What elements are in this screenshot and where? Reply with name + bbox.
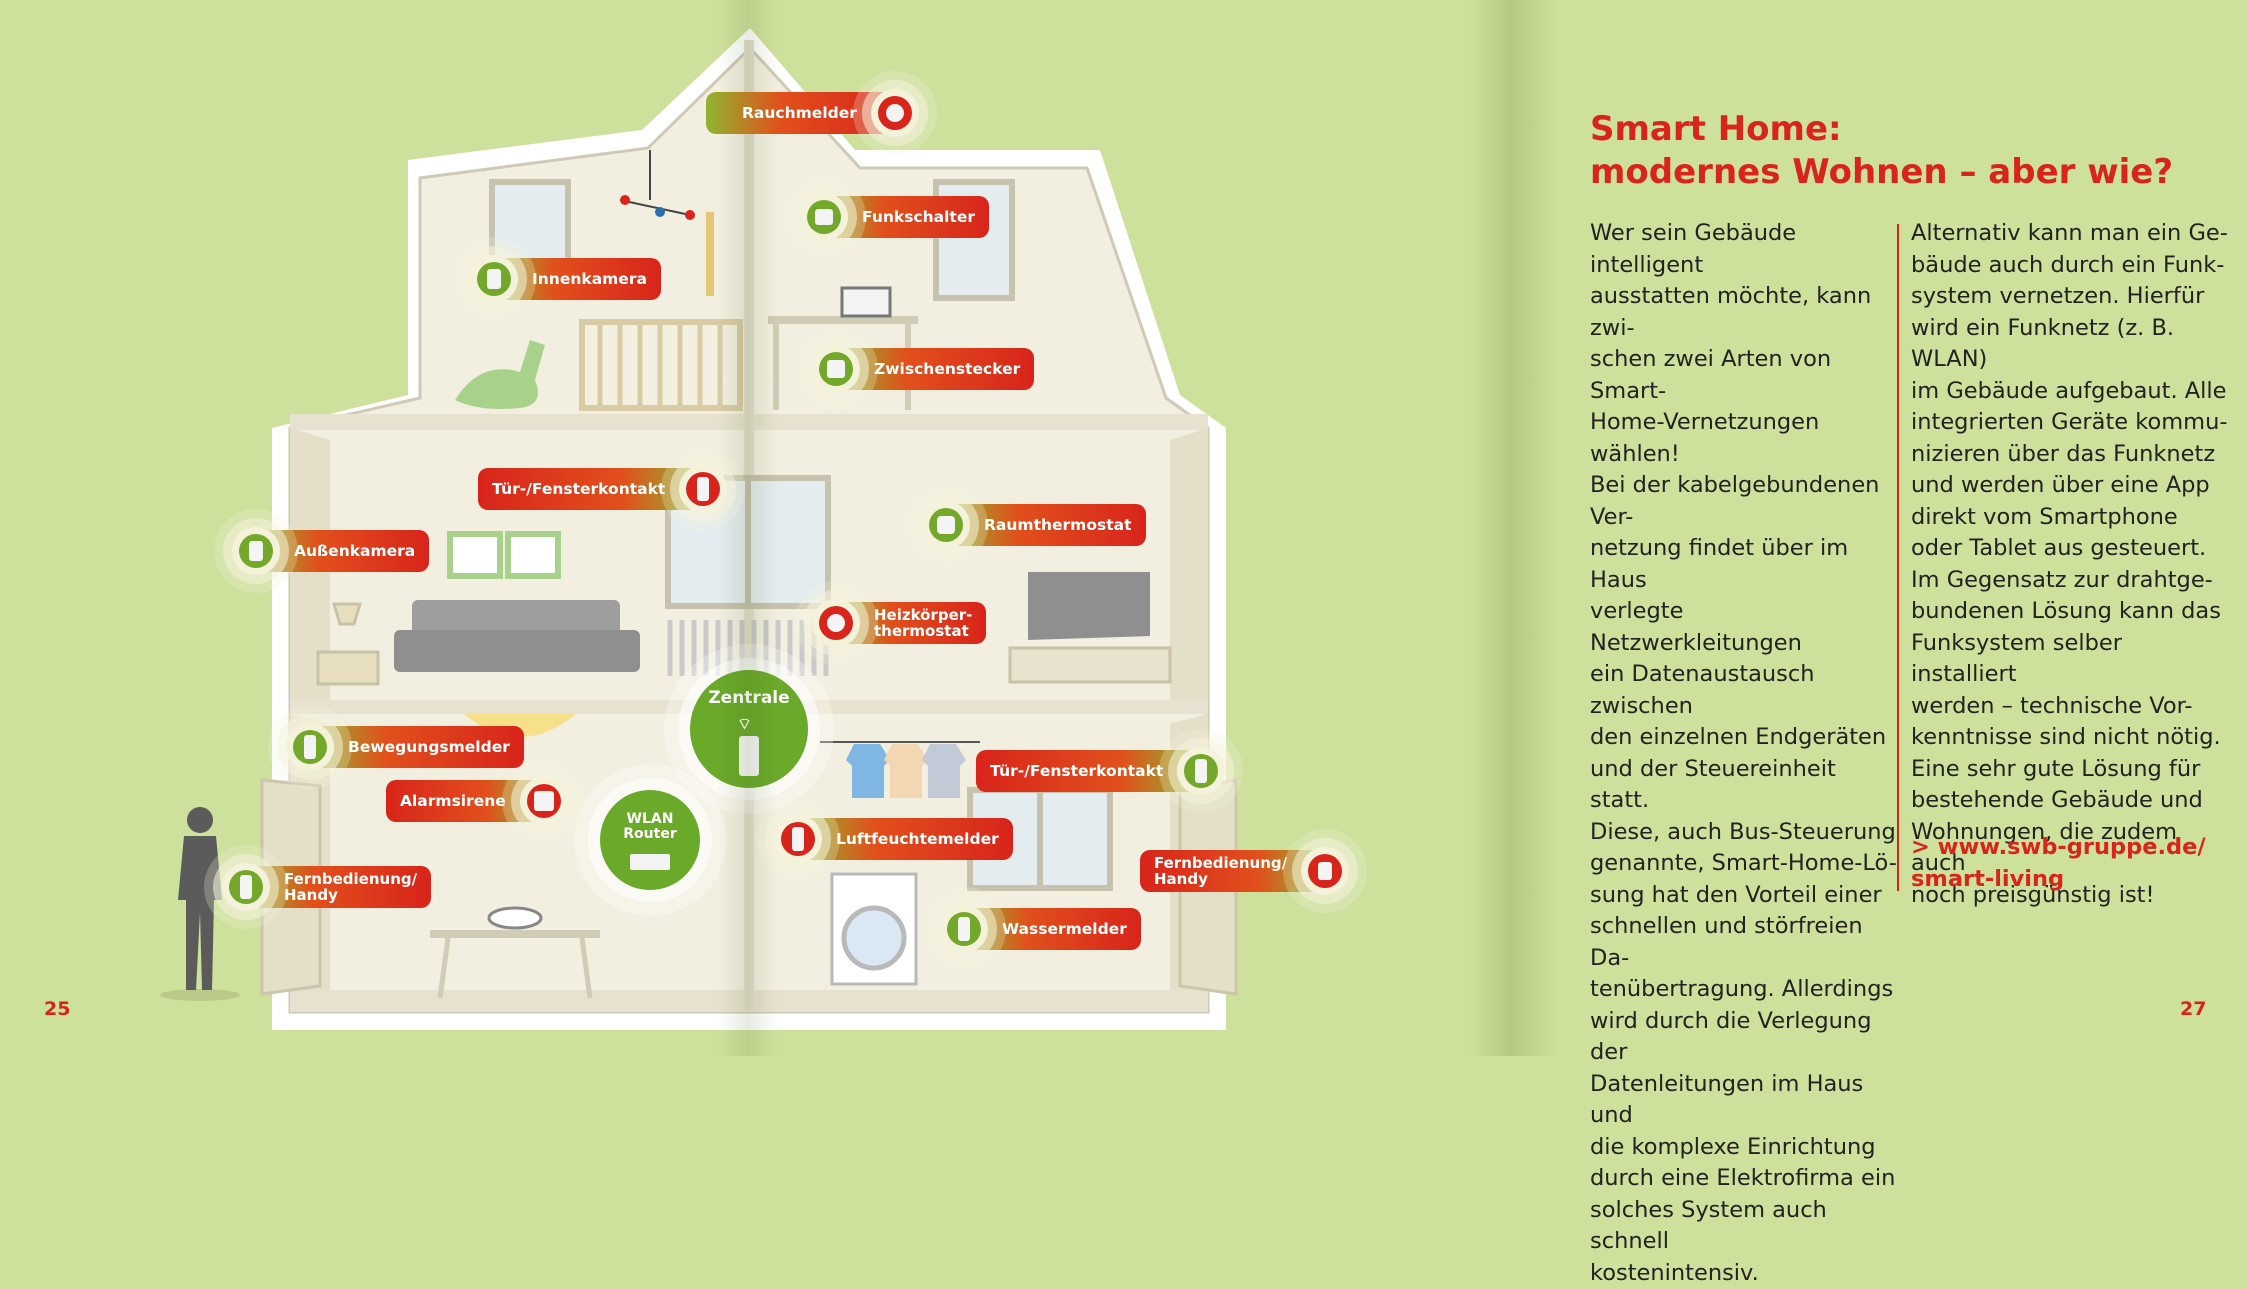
tag-aussenkamera[interactable]: Außenkamera [232,527,430,575]
label-fernbedienung-links: Fernbedienung/ Handy [248,866,432,908]
tag-fernbedienung-links[interactable]: Fernbedienung/ Handy [222,863,432,911]
label-innenkamera: Innenkamera [496,258,661,300]
label-rauchmelder: Rauchmelder [706,92,893,134]
tag-funkschalter[interactable]: Funkschalter [800,193,989,241]
page-number-left: 25 [44,998,71,1020]
indoor-camera-icon [470,255,518,303]
tag-innenkamera[interactable]: Innenkamera [470,255,661,303]
headline-line2: modernes Wohnen – aber wie? [1590,152,2174,192]
tag-heizkoerperthermostat[interactable]: Heizkörper- thermostat [812,599,987,647]
brochure-spread: Zentrale ⌔ WLAN Router Rauchmelder Funks… [44,0,2228,1286]
label-zwischenstecker: Zwischenstecker [838,348,1035,390]
hub-device-icon [739,736,759,776]
room-thermostat-icon [922,501,970,549]
tag-alarmsirene[interactable]: Alarmsirene [386,777,568,825]
zentrale-hub[interactable]: Zentrale ⌔ [690,670,808,788]
remote-phone-icon [1301,847,1350,895]
label-luftfeuchtemelder: Luftfeuchtemelder [800,818,1013,860]
motion-sensor-icon [286,723,334,771]
water-sensor-icon [940,905,988,953]
label-funkschalter: Funkschalter [826,196,989,238]
label-fernbedienung-rechts: Fernbedienung/ Handy [1140,850,1324,892]
tag-bewegungsmelder[interactable]: Bewegungsmelder [286,723,524,771]
website-link[interactable]: > www.swb-gruppe.de/ smart-living [1911,834,2206,892]
smoke-detector-icon [870,89,919,137]
wlan-router-hub[interactable]: WLAN Router [600,790,700,890]
label-bewegungsmelder: Bewegungsmelder [312,726,524,768]
label-fernbedienung-rechts-line1: Fernbedienung/ [1154,854,1288,872]
wlan-router-label: WLAN Router [623,811,677,842]
smart-plug-icon [812,345,860,393]
label-raumthermostat: Raumthermostat [948,504,1146,546]
article-column-right: Alternativ kann man ein Ge- bäude auch d… [1911,220,2228,908]
tag-rauchmelder[interactable]: Rauchmelder [706,89,919,137]
door-window-contact-icon [679,465,728,513]
column-divider [1897,224,1899,891]
label-fernbedienung-links-line1: Fernbedienung/ [284,870,418,888]
label-aussenkamera: Außenkamera [258,530,430,572]
tag-luftfeuchtemelder[interactable]: Luftfeuchtemelder [774,815,1013,863]
remote-phone-icon [222,863,270,911]
tag-zwischenstecker[interactable]: Zwischenstecker [812,345,1035,393]
tag-tuer-fensterkontakt-1[interactable]: Tür-/Fensterkontakt [478,465,728,513]
tag-fernbedienung-rechts[interactable]: Fernbedienung/ Handy [1140,847,1350,895]
humidity-sensor-icon [774,815,822,863]
headline-line1: Smart Home: [1590,109,1842,149]
door-window-contact-icon [1177,747,1226,795]
outdoor-camera-icon [232,527,280,575]
page-number-right: 27 [2180,998,2207,1020]
label-heizkoerperthermostat: Heizkörper- thermostat [838,602,987,644]
page-fold-right [1470,0,1560,1056]
tag-tuer-fensterkontakt-2[interactable]: Tür-/Fensterkontakt [976,747,1226,795]
radiator-thermostat-icon [812,599,860,647]
label-heizkoerper-line2: thermostat [874,622,969,640]
alarm-siren-icon [519,777,568,825]
tag-wassermelder[interactable]: Wassermelder [940,905,1141,953]
label-fernbedienung-rechts-line2: Handy [1154,870,1208,888]
label-tuer-fensterkontakt-1: Tür-/Fensterkontakt [478,468,702,510]
wireless-switch-icon [800,193,848,241]
label-tuer-fensterkontakt-2: Tür-/Fensterkontakt [976,750,1200,792]
router-icon [630,854,670,870]
label-heizkoerper-line1: Heizkörper- [874,606,973,624]
wifi-icon: ⌔ [737,714,753,733]
label-alarmsirene: Alarmsirene [386,780,542,822]
label-fernbedienung-links-line2: Handy [284,886,338,904]
label-wassermelder: Wassermelder [966,908,1141,950]
zentrale-label: Zentrale [708,688,790,708]
headline: Smart Home: modernes Wohnen – aber wie? [1590,108,2173,194]
tag-raumthermostat[interactable]: Raumthermostat [922,501,1146,549]
article-column-left: Wer sein Gebäude intelligent ausstatten … [1590,220,1897,1286]
